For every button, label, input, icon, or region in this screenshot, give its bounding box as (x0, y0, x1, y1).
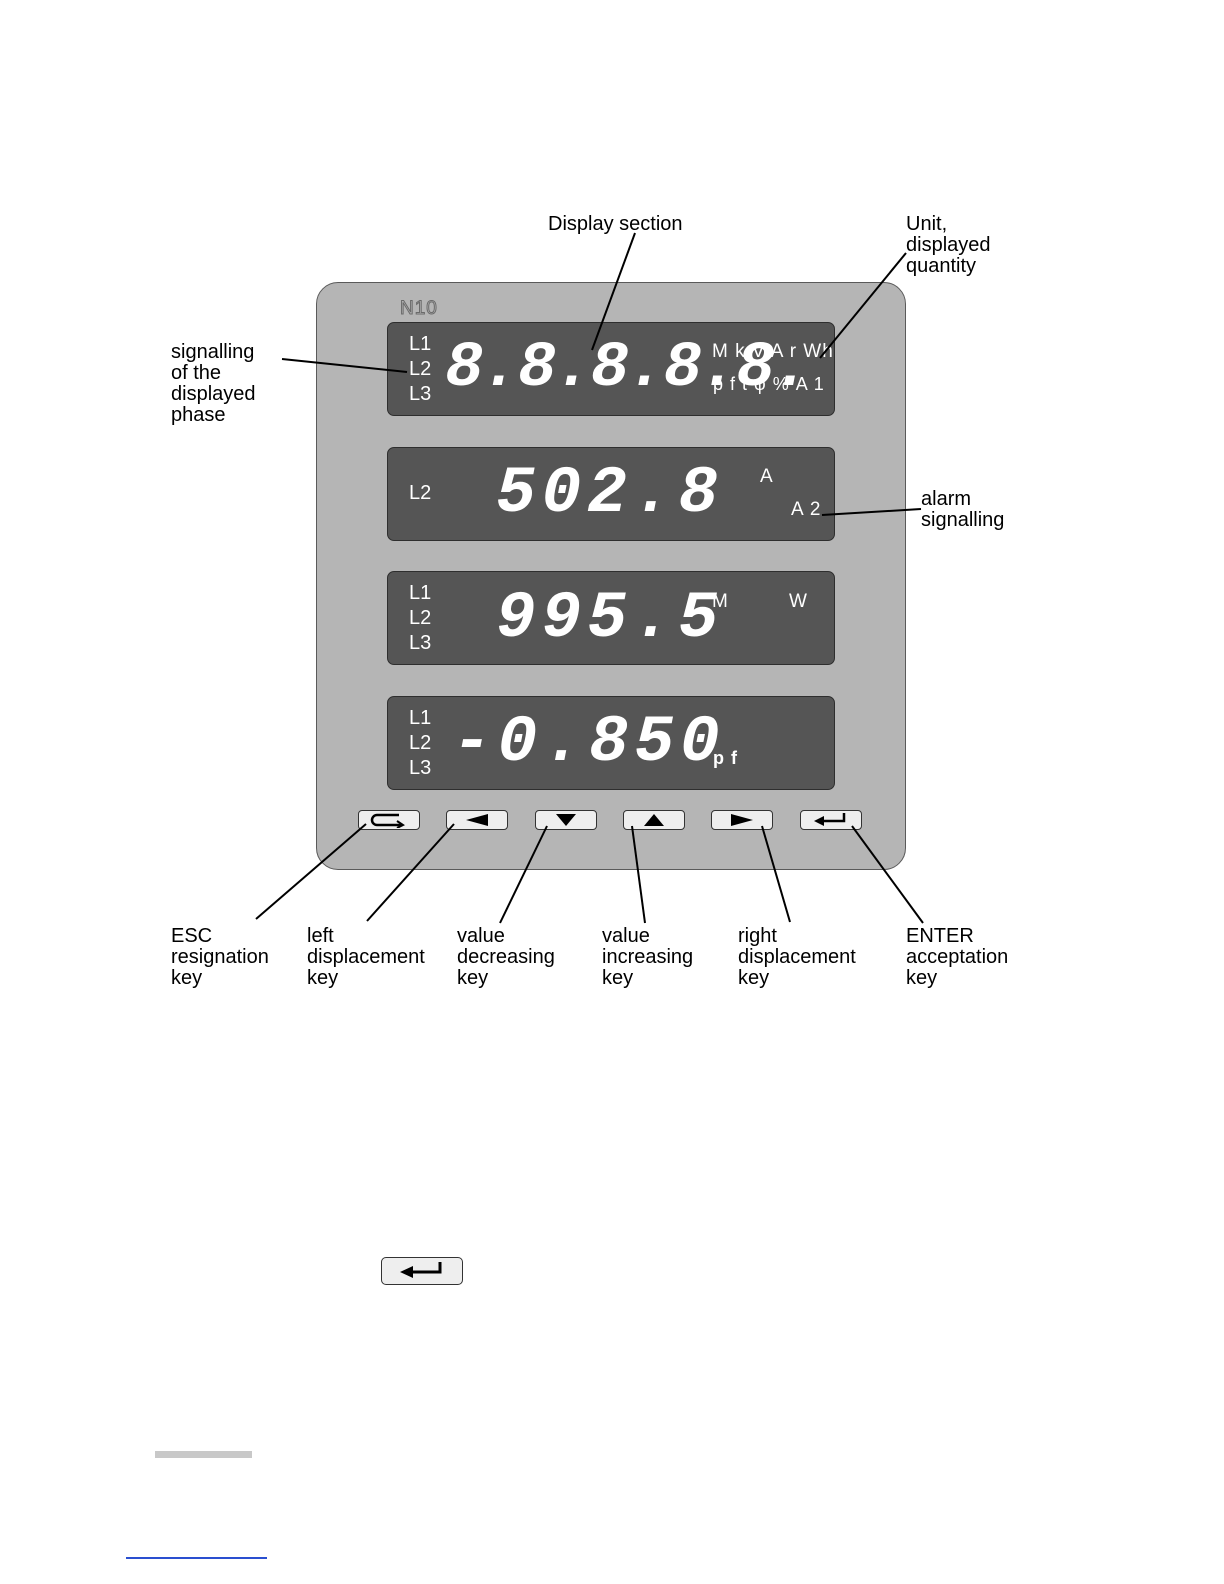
display-row-2 (387, 447, 835, 541)
model-label: N10 (400, 298, 438, 320)
label-decrease-key: value decreasing key (457, 925, 555, 989)
arrow-left-icon (466, 814, 488, 826)
right-key[interactable] (711, 810, 773, 830)
arrow-down-icon (556, 814, 576, 826)
left-key[interactable] (446, 810, 508, 830)
arrow-up-icon (644, 814, 664, 826)
unit-prefix-row-3: M (712, 591, 729, 612)
label-enter-key: ENTER acceptation key (906, 925, 1009, 989)
up-key[interactable] (623, 810, 685, 830)
display-row-4 (387, 696, 835, 790)
enter-key[interactable] (800, 810, 862, 830)
phase-indicator-row-3: L1 L2 L3 (409, 582, 432, 654)
label-unit-quantity: Unit, displayed quantity (906, 213, 991, 277)
label-right-key: right displacement key (738, 925, 856, 989)
enter-arrow-icon (400, 1262, 442, 1278)
unit-line-1: M k V A r Wh (712, 341, 834, 362)
phase-indicator-row-4: L1 L2 L3 (409, 707, 432, 779)
down-key[interactable] (535, 810, 597, 830)
digits-row-4: -0.850 (452, 705, 726, 780)
footer-underline (126, 1557, 267, 1559)
footer-divider (155, 1451, 252, 1458)
label-increase-key: value increasing key (602, 925, 694, 989)
unit-row-3: W (789, 591, 808, 612)
phase-indicator-row-1: L1 L2 L3 (409, 333, 432, 405)
alarm-indicator: A 2 (791, 499, 822, 520)
digits-row-2: 502.8 (496, 456, 725, 531)
unit-row-2: A (760, 466, 774, 487)
label-esc-key: ESC resignation key (171, 925, 269, 989)
phase-indicator-row-2: L2 (409, 482, 432, 504)
unit-row-4: p f (713, 748, 738, 768)
display-row-3 (387, 571, 835, 665)
return-loop-icon (370, 813, 405, 828)
label-alarm-signalling: alarm signalling (921, 488, 1005, 531)
esc-key[interactable] (358, 810, 420, 830)
label-display-section: Display section (548, 213, 683, 235)
digits-row-3: 995.5 (496, 581, 725, 656)
unit-line-2: p f t φ % A 1 (713, 374, 825, 394)
label-signalling-phase: signalling of the displayed phase (171, 341, 256, 426)
arrow-right-icon (731, 814, 753, 826)
label-left-key: left displacement key (307, 925, 425, 989)
enter-key-illustration (381, 1257, 463, 1285)
enter-arrow-icon (814, 813, 846, 826)
